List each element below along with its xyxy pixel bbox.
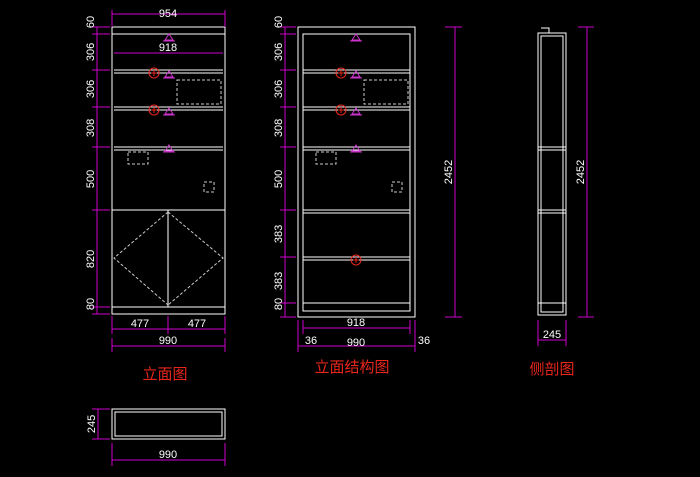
elevation-hidden-box-2 [127, 151, 149, 165]
structure-dim-total-height: 2452 [443, 160, 455, 184]
plan-dim-width: 990 [159, 449, 177, 461]
structure-hidden-box-1 [363, 79, 409, 105]
elevation-dim-door-right: 477 [188, 318, 206, 330]
lamp-icon [350, 144, 362, 153]
structure-hidden-box-3 [391, 181, 403, 193]
plan-view: 245 990 [86, 408, 226, 466]
structure-dim-h2: 306 [273, 80, 285, 98]
socket-icon-glyph [151, 107, 157, 113]
socket-icon [148, 67, 160, 79]
structure-dim-side-left: 36 [305, 335, 317, 347]
socket-icon [335, 104, 347, 116]
section-dim-total-height: 2452 [575, 160, 587, 184]
lamp-icon [163, 107, 175, 116]
lamp-icon [350, 33, 362, 42]
plan-outline [111, 408, 226, 440]
structure-dim-h1: 306 [273, 43, 285, 61]
lamp-icon [350, 107, 362, 116]
socket-icon-glyph [151, 70, 157, 76]
section-outline [537, 32, 567, 316]
section-inner [540, 35, 564, 313]
lamp-icon [163, 144, 175, 153]
structure-dim-h6: 383 [273, 272, 285, 290]
elevation-dim-bottom-width: 990 [159, 335, 177, 347]
elevation-dim-h2: 306 [85, 80, 97, 98]
section-dim-depth: 245 [543, 329, 561, 341]
elevation-title: 立面图 [142, 365, 187, 383]
elevation-dim-h0: 60 [85, 16, 97, 28]
structure-title: 立面结构图 [314, 358, 389, 376]
elevation-dim-inner-width: 918 [159, 42, 177, 54]
elevation-height-dims: 60 306 306 308 500 820 80 [85, 16, 110, 315]
elevation-dim-door-left: 477 [131, 318, 149, 330]
plan-dim-depth: 245 [86, 415, 98, 433]
structure-view: 60 306 306 308 500 383 383 80 2452 918 3… [273, 16, 462, 376]
structure-dim-h5: 383 [273, 225, 285, 243]
elevation-dim-h6: 80 [85, 298, 97, 310]
elevation-dim-h1: 306 [85, 43, 97, 61]
elevation-dim-top-width: 954 [159, 8, 177, 20]
structure-dim-bottom-width: 990 [347, 337, 365, 349]
socket-icon [350, 254, 362, 266]
elevation-dim-h4: 500 [85, 170, 97, 188]
structure-dim-h4: 500 [273, 170, 285, 188]
structure-dim-inner-width: 918 [347, 317, 365, 329]
lamp-icon [350, 70, 362, 79]
lamp-icon [163, 70, 175, 79]
structure-dim-h3: 308 [273, 119, 285, 137]
socket-icon [335, 67, 347, 79]
elevation-view: 954 918 477 477 990 60 306 306 308 5 [85, 8, 226, 383]
elevation-left-door-swing [113, 211, 169, 306]
elevation-dim-h5: 820 [85, 250, 97, 268]
elevation-dim-h3: 308 [85, 119, 97, 137]
structure-dim-h0: 60 [273, 16, 285, 28]
elevation-hidden-box-1 [176, 79, 222, 105]
structure-cabinet-outline [297, 26, 416, 318]
lamp-icon [163, 33, 175, 42]
structure-hidden-box-2 [315, 151, 337, 165]
structure-dim-side-right: 36 [418, 335, 430, 347]
structure-height-dims: 60 306 306 308 500 383 383 80 [273, 16, 296, 318]
plan-inner [114, 411, 223, 437]
section-view: 2452 245 侧剖图 [529, 26, 594, 378]
elevation-top-cap [111, 26, 226, 35]
elevation-right-door-swing [167, 211, 224, 306]
structure-inner-outline [302, 33, 411, 312]
socket-icon [148, 104, 160, 116]
structure-dim-h7: 80 [273, 298, 285, 310]
elevation-hidden-box-3 [203, 181, 215, 193]
section-title: 侧剖图 [529, 360, 574, 378]
